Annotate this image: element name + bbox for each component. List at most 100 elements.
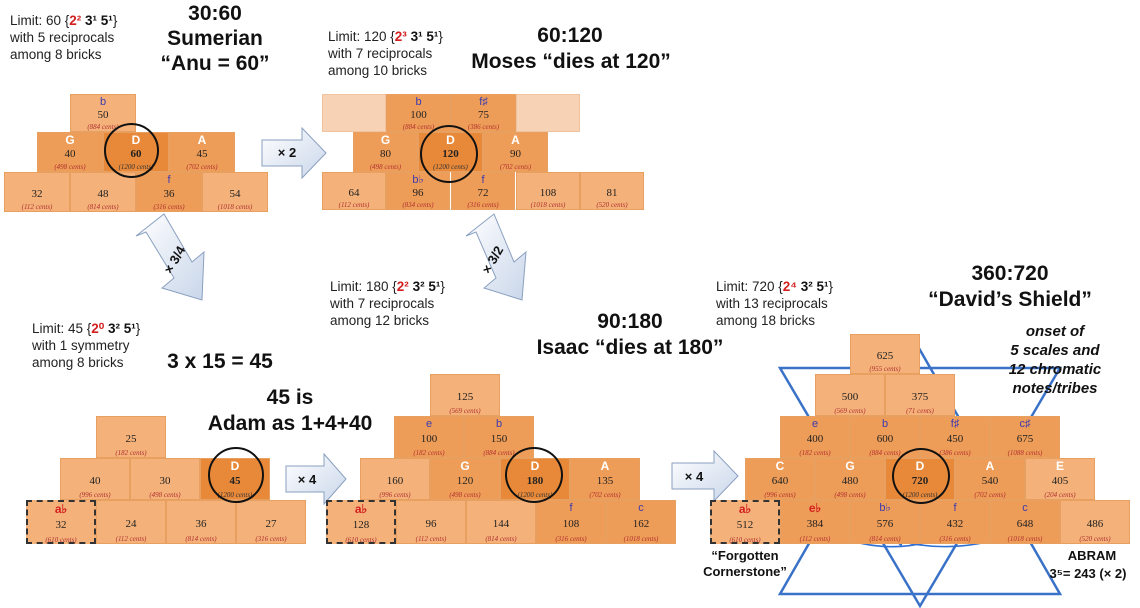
ratio-value: 25: [125, 433, 137, 445]
ratio-value: 540: [981, 475, 999, 487]
ratio-value: 160: [386, 475, 404, 487]
note-name: f♯: [950, 418, 960, 430]
brick-25: 25(182 cents): [96, 416, 166, 458]
cents-value: (112 cents): [338, 201, 370, 209]
ratio-value: 80: [380, 148, 391, 160]
note-name: a♭: [354, 502, 368, 516]
cents-value: (610 cents): [345, 536, 377, 544]
heading-anu: “Anu = 60”: [160, 52, 270, 75]
cents-value: (569 cents): [449, 407, 481, 415]
ratio-value: 150: [490, 433, 508, 445]
cents-value: (182 cents): [799, 449, 831, 457]
brick-48: 48(814 cents): [70, 172, 136, 212]
ratio-value: 45: [196, 148, 208, 160]
cents-value: (702 cents): [499, 163, 532, 171]
ratio-value: 54: [229, 188, 241, 200]
ratio-value: 640: [771, 475, 789, 487]
cents-value: (316 cents): [939, 535, 971, 543]
times-3-2-arrow: [465, 213, 527, 301]
ratio-value: 450: [946, 433, 964, 445]
cents-value: (112 cents): [799, 535, 831, 543]
ratio-value: 400: [806, 433, 824, 445]
brick-96: b♭96(834 cents): [386, 172, 450, 210]
cents-value: (702 cents): [186, 163, 218, 171]
note-name: C: [775, 459, 785, 473]
note-name: b: [495, 418, 503, 430]
note-name: A: [197, 133, 207, 147]
cents-value: (316 cents): [255, 535, 287, 543]
cents-value: (520 cents): [1079, 535, 1111, 543]
ratio-value: 120: [456, 475, 474, 487]
ratio-value: 625: [876, 350, 894, 362]
brick-96: 96(112 cents): [396, 500, 466, 544]
ratio-value: 32: [31, 188, 43, 200]
note-name: G: [845, 459, 855, 473]
note-name: c: [1022, 502, 1028, 514]
heading-360-720: 360:720: [971, 262, 1049, 285]
cents-value: (386 cents): [467, 123, 500, 131]
note-name: f: [481, 174, 485, 186]
brick-625: 625(955 cents): [850, 334, 920, 374]
note-name: b: [415, 96, 422, 108]
note-name: b♭: [412, 174, 424, 186]
brick-54: 54 (1018 cents): [202, 172, 268, 212]
ratio-value: 108: [562, 518, 580, 530]
brick-32: a♭32(610 cents): [26, 500, 96, 544]
cents-value: (1018 cents): [623, 535, 659, 543]
heading-moses: Moses “dies at 120”: [471, 50, 671, 73]
note-name: E: [1055, 459, 1064, 473]
note-name: a♭: [738, 502, 752, 516]
cents-value: (996 cents): [379, 491, 411, 499]
times-4-arrow-left: [285, 452, 347, 506]
note-name: c♯: [1019, 418, 1031, 430]
cents-value: (814 cents): [485, 535, 517, 543]
abram-label: ABRAM: [1067, 548, 1117, 563]
cents-value: (1018 cents): [217, 203, 253, 211]
heading-adam: Adam as 1+4+40: [207, 412, 373, 435]
heading-davids-shield: “David’s Shield”: [928, 288, 1092, 311]
brick-675: c♯675(1088 cents): [990, 416, 1060, 458]
ratio-value: 135: [596, 475, 614, 487]
caption-limit-60: Limit: 60 {2² 3¹ 5¹} with 5 reciprocals …: [10, 13, 118, 62]
ratio-value: 96: [425, 518, 437, 530]
cents-value: (610 cents): [729, 536, 761, 544]
abram-formula: 3⁵= 243 (× 2): [1049, 566, 1127, 581]
note-name: G: [460, 459, 470, 473]
ratio-value: 64: [348, 187, 360, 199]
ratio-value: 40: [64, 148, 76, 160]
ratio-value: 100: [420, 433, 438, 445]
note-name: e♭: [808, 501, 822, 515]
note-name: b: [99, 96, 107, 108]
note-name: b: [881, 418, 889, 430]
heading-60-120: 60:120: [537, 24, 603, 47]
cents-value: (996 cents): [79, 491, 111, 499]
times-2-arrow: [261, 126, 327, 180]
ratio-value: 27: [265, 518, 277, 530]
brick-40: 40(996 cents): [60, 458, 130, 500]
cents-value: (814 cents): [869, 535, 901, 543]
cents-value: (204 cents): [1044, 491, 1076, 499]
ratio-value: 48: [97, 188, 109, 200]
heading-90-180: 90:180: [597, 310, 663, 333]
brick-30: 30(498 cents): [130, 458, 200, 500]
ratio-value: 24: [125, 518, 137, 530]
cents-value: (386 cents): [939, 449, 971, 457]
ratio-value: 480: [841, 475, 859, 487]
note-name: G: [65, 133, 75, 147]
cents-value: (182 cents): [413, 449, 445, 457]
brick-576: b♭576(814 cents): [850, 500, 920, 544]
cents-value: (316 cents): [467, 201, 499, 209]
cents-value: (498 cents): [449, 491, 481, 499]
times-4-label-left: × 4: [297, 472, 317, 487]
ratio-value: 128: [352, 519, 370, 531]
ratio-value: 162: [632, 518, 650, 530]
ratio-value: 100: [410, 109, 427, 121]
brick-120: G 120 (498 cents): [430, 458, 500, 500]
